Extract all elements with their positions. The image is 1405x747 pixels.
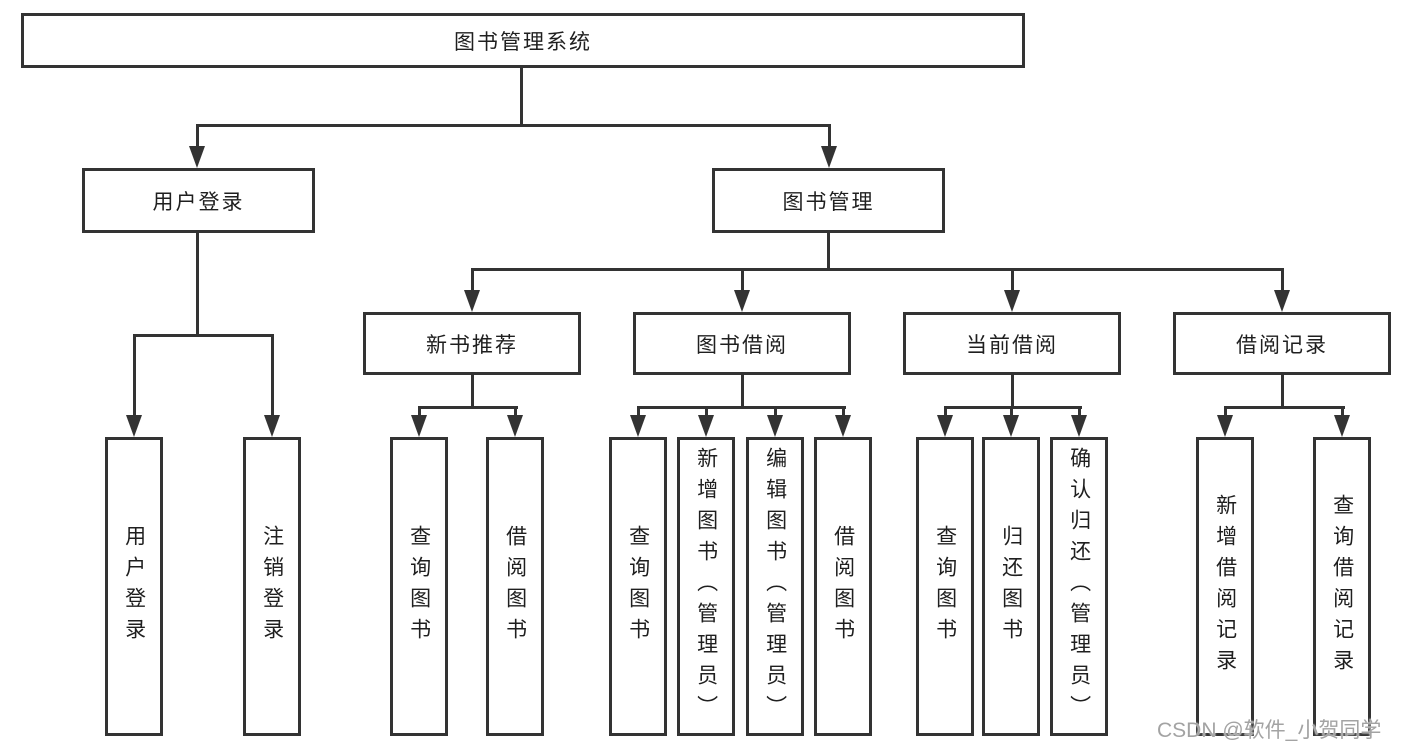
arrowhead-icon (1003, 415, 1019, 437)
connector-line (196, 124, 199, 150)
node-book-borrowing: 图书借阅 (633, 312, 851, 375)
connector-line (196, 233, 199, 337)
arrowhead-icon (1334, 415, 1350, 437)
node-label: 归还图书 (999, 524, 1023, 649)
arrowhead-icon (835, 415, 851, 437)
node-label: 借阅图书 (831, 524, 855, 649)
arrowhead-icon (189, 146, 205, 168)
node-book-management: 图书管理 (712, 168, 945, 233)
arrowhead-icon (264, 415, 280, 437)
node-label: 图书借阅 (696, 333, 788, 357)
arrowhead-icon (767, 415, 783, 437)
node-return-books: 归还图书 (982, 437, 1040, 736)
connector-line (1281, 375, 1284, 409)
arrowhead-icon (1274, 290, 1290, 312)
node-logout: 注销登录 (243, 437, 301, 736)
node-label: 借阅记录 (1236, 333, 1328, 357)
node-current-borrowing: 当前借阅 (903, 312, 1121, 375)
arrowhead-icon (1004, 290, 1020, 312)
connector-line (196, 124, 831, 127)
connector-line (741, 268, 744, 292)
node-label: 用户登录 (122, 524, 146, 649)
connector-line (1078, 406, 1081, 418)
node-label: 注销登录 (260, 524, 284, 649)
connector-line (828, 124, 831, 150)
connector-line (133, 334, 274, 337)
connector-line (842, 406, 845, 418)
node-query-borrow-record: 查询借阅记录 (1313, 437, 1371, 736)
connector-line (471, 375, 474, 409)
node-query-books-recommend: 查询图书 (390, 437, 448, 736)
arrowhead-icon (734, 290, 750, 312)
connector-line (944, 406, 947, 418)
node-borrow-books-borrowing: 借阅图书 (814, 437, 872, 736)
connector-line (133, 334, 136, 417)
connector-line (827, 233, 830, 271)
connector-line (944, 406, 1082, 409)
arrowhead-icon (1071, 415, 1087, 437)
arrowhead-icon (698, 415, 714, 437)
csdn-watermark: CSDN @软件_小贺同学 (1157, 719, 1382, 742)
connector-line (418, 406, 421, 418)
arrowhead-icon (126, 415, 142, 437)
node-add-borrow-record: 新增借阅记录 (1196, 437, 1254, 736)
arrowhead-icon (1217, 415, 1233, 437)
connector-line (1224, 406, 1227, 418)
node-user-login: 用户登录 (82, 168, 315, 233)
connector-line (1011, 268, 1014, 292)
connector-line (1341, 406, 1344, 418)
connector-line (520, 68, 523, 124)
node-new-book-recommend: 新书推荐 (363, 312, 581, 375)
node-label: 编辑图书（管理员） (763, 447, 787, 726)
connector-line (705, 406, 708, 418)
node-add-books-admin: 新增图书（管理员） (677, 437, 735, 736)
node-label: 新增图书（管理员） (694, 447, 718, 726)
node-label: 用户登录 (152, 190, 245, 214)
arrowhead-icon (411, 415, 427, 437)
node-label: 新增借阅记录 (1213, 493, 1237, 680)
connector-line (418, 406, 518, 409)
connector-line (637, 406, 846, 409)
node-label: 查询图书 (626, 524, 650, 649)
node-query-books-borrowing: 查询图书 (609, 437, 667, 736)
node-label: 当前借阅 (966, 333, 1058, 357)
arrowhead-icon (464, 290, 480, 312)
connector-line (471, 268, 1284, 271)
node-query-books-current: 查询图书 (916, 437, 974, 736)
node-edit-books-admin: 编辑图书（管理员） (746, 437, 804, 736)
node-borrow-books-recommend: 借阅图书 (486, 437, 544, 736)
node-label: 图书管理系统 (454, 30, 592, 54)
connector-line (471, 268, 474, 292)
node-label: 借阅图书 (503, 524, 527, 649)
node-label: 新书推荐 (426, 333, 518, 357)
connector-line (1011, 375, 1014, 409)
connector-line (1010, 406, 1013, 418)
arrowhead-icon (507, 415, 523, 437)
connector-line (774, 406, 777, 418)
arrowhead-icon (821, 146, 837, 168)
arrowhead-icon (937, 415, 953, 437)
node-label: 查询借阅记录 (1330, 493, 1354, 680)
connector-line (514, 406, 517, 418)
node-confirm-return-admin: 确认归还（管理员） (1050, 437, 1108, 736)
node-label: 确认归还（管理员） (1067, 447, 1091, 726)
node-user-login-leaf: 用户登录 (105, 437, 163, 736)
node-label: 图书管理 (782, 190, 875, 214)
connector-line (741, 375, 744, 409)
connector-line (637, 406, 640, 418)
node-borrowing-records: 借阅记录 (1173, 312, 1391, 375)
arrowhead-icon (630, 415, 646, 437)
node-library-management-system: 图书管理系统 (21, 13, 1025, 68)
connector-line (1281, 268, 1284, 292)
connector-line (271, 334, 274, 417)
connector-line (1224, 406, 1345, 409)
node-label: 查询图书 (933, 524, 957, 649)
node-label: 查询图书 (407, 524, 431, 649)
